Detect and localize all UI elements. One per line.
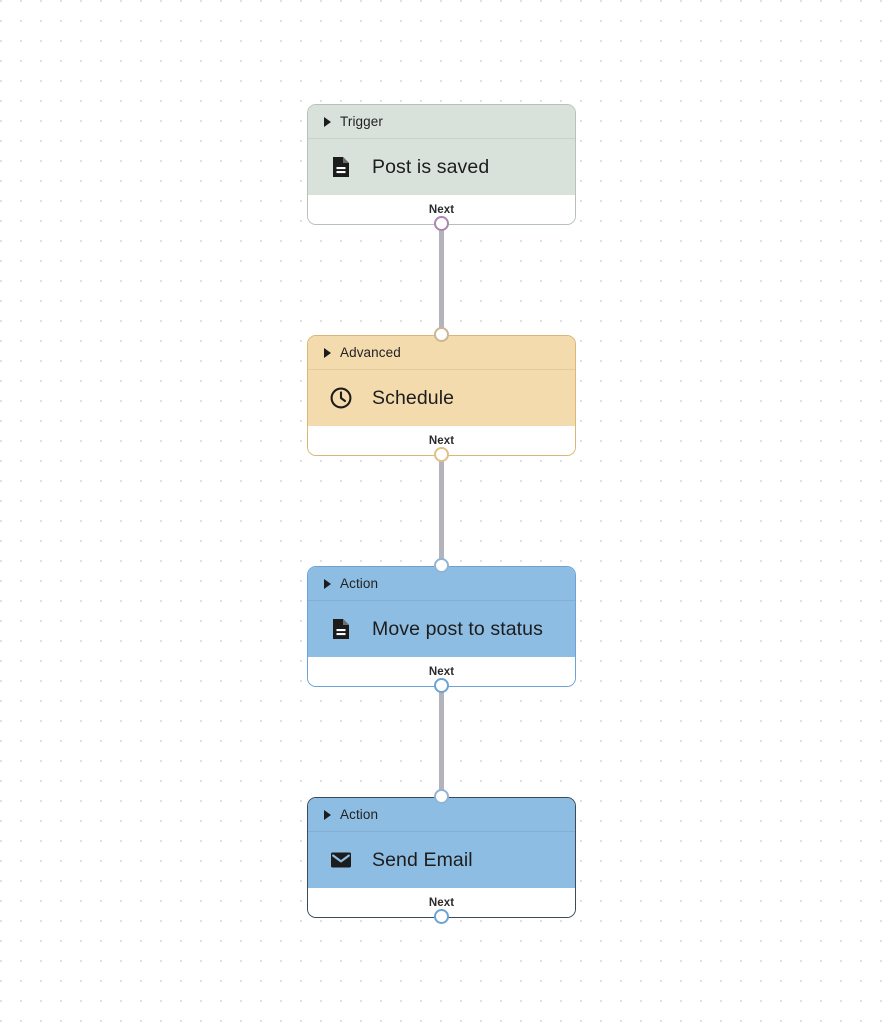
document-icon bbox=[328, 616, 354, 642]
node-body-action-email[interactable]: Send Email bbox=[308, 832, 575, 888]
connector-advanced-to-action-move[interactable] bbox=[439, 455, 444, 573]
node-title: Post is saved bbox=[372, 155, 490, 178]
node-header-trigger[interactable]: Trigger bbox=[308, 105, 575, 139]
port-out-action-email[interactable] bbox=[434, 909, 449, 924]
next-label: Next bbox=[428, 665, 455, 678]
chevron-right-icon[interactable] bbox=[324, 116, 331, 127]
port-out-action-move[interactable] bbox=[434, 678, 449, 693]
node-body-advanced[interactable]: Schedule bbox=[308, 370, 575, 426]
node-body-trigger[interactable]: Post is saved bbox=[308, 139, 575, 195]
node-action-send-email[interactable]: Action Send Email Next bbox=[307, 797, 576, 918]
connector-trigger-to-advanced[interactable] bbox=[439, 224, 444, 342]
clock-icon bbox=[328, 385, 354, 411]
node-trigger-post-is-saved[interactable]: Trigger Post is saved Next bbox=[307, 104, 576, 225]
port-in-action-email[interactable] bbox=[434, 789, 449, 804]
port-in-action-move[interactable] bbox=[434, 558, 449, 573]
node-title: Send Email bbox=[372, 848, 473, 871]
node-category-label: Trigger bbox=[340, 114, 383, 129]
node-header-action-move[interactable]: Action bbox=[308, 567, 575, 601]
envelope-icon bbox=[328, 847, 354, 873]
chevron-right-icon[interactable] bbox=[324, 347, 331, 358]
chevron-right-icon[interactable] bbox=[324, 809, 331, 820]
next-label: Next bbox=[428, 434, 455, 447]
node-advanced-schedule[interactable]: Advanced Schedule Next bbox=[307, 335, 576, 456]
node-title: Move post to status bbox=[372, 617, 543, 640]
port-out-advanced[interactable] bbox=[434, 447, 449, 462]
node-category-label: Action bbox=[340, 576, 379, 591]
port-in-advanced[interactable] bbox=[434, 327, 449, 342]
node-body-action-move[interactable]: Move post to status bbox=[308, 601, 575, 657]
node-title: Schedule bbox=[372, 386, 455, 409]
connector-action-move-to-action-email[interactable] bbox=[439, 686, 444, 804]
next-label: Next bbox=[428, 203, 455, 216]
document-icon bbox=[328, 154, 354, 180]
next-label: Next bbox=[428, 896, 455, 909]
port-out-trigger[interactable] bbox=[434, 216, 449, 231]
chevron-right-icon[interactable] bbox=[324, 578, 331, 589]
node-category-label: Advanced bbox=[340, 345, 401, 360]
node-action-move-post-to-status[interactable]: Action Move post to status Next bbox=[307, 566, 576, 687]
node-category-label: Action bbox=[340, 807, 379, 822]
